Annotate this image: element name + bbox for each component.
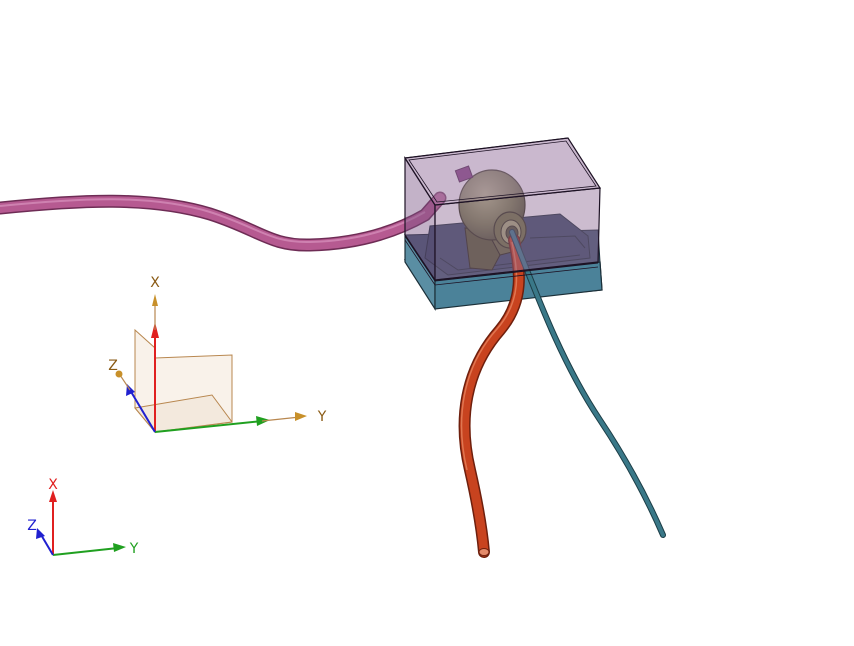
enclosure-lid[interactable]	[403, 137, 602, 286]
model-triad-y-label: Y	[317, 409, 327, 425]
model-coordinate-triad[interactable]: X Y Z	[108, 275, 327, 434]
model-triad-x-label: X	[150, 275, 160, 291]
model-triad-z-label: Z	[108, 358, 118, 374]
magenta-cable[interactable]	[0, 191, 447, 252]
view-triad-z-label: Z	[27, 518, 37, 534]
view-orientation-triad: X Y Z	[27, 477, 139, 557]
orange-cable[interactable]	[458, 234, 525, 558]
teal-cable[interactable]	[509, 229, 666, 538]
view-triad-x-label: X	[48, 477, 58, 493]
view-triad-y-label: Y	[129, 541, 139, 557]
